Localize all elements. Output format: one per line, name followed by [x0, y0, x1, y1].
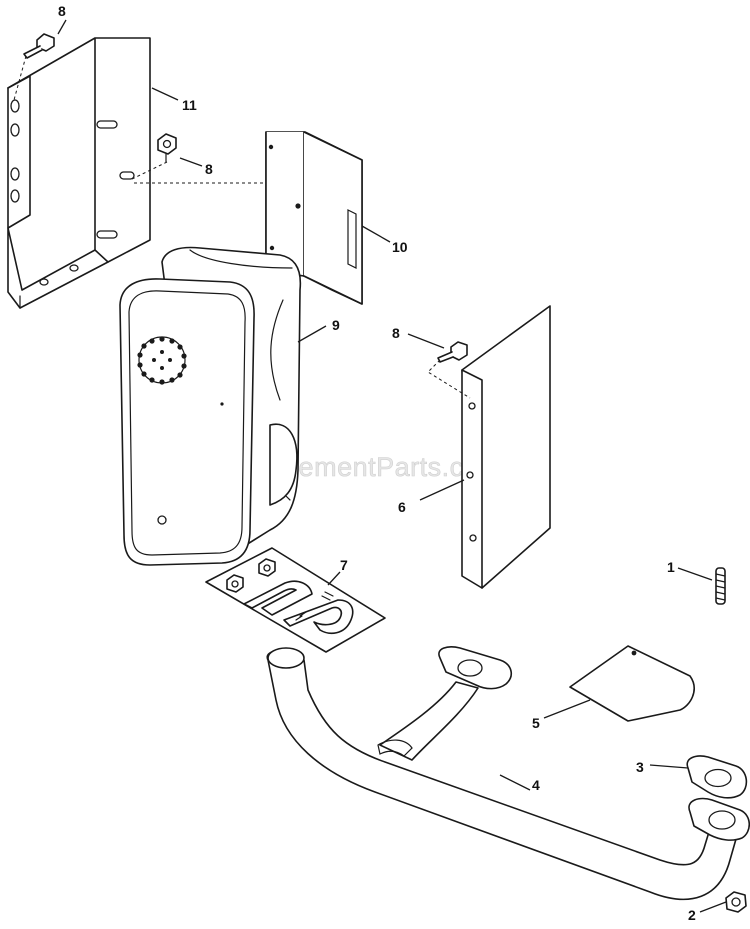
callout-8-right: 8 — [392, 325, 400, 341]
callout-5: 5 — [532, 715, 540, 731]
callout-9: 9 — [332, 317, 340, 333]
part-8-nut-middle[interactable] — [129, 133, 299, 202]
part-2-nut[interactable] — [725, 891, 747, 913]
callout-6: 6 — [398, 499, 406, 515]
part-4-exhaust-pipe[interactable] — [266, 646, 750, 901]
callout-8-middle: 8 — [205, 161, 213, 177]
callout-11: 11 — [182, 97, 197, 113]
callout-4: 4 — [532, 777, 540, 793]
callout-7: 7 — [340, 557, 348, 573]
callout-10: 10 — [392, 239, 408, 255]
part-1-stud[interactable] — [715, 567, 726, 605]
part-7-clamp-kit[interactable] — [205, 547, 386, 653]
part-6-shield-plate[interactable] — [461, 305, 551, 589]
part-8-bolt-right[interactable] — [427, 341, 471, 399]
part-9-muffler[interactable] — [119, 246, 302, 566]
callout-3: 3 — [636, 759, 644, 775]
muffler-outlet-perforations — [137, 336, 187, 385]
callout-8-top: 8 — [58, 3, 66, 19]
part-5-gasket-plate[interactable] — [569, 645, 695, 722]
part-11-muffler-bracket[interactable] — [7, 37, 151, 309]
part-3-gasket[interactable] — [686, 755, 748, 799]
callout-1: 1 — [667, 559, 675, 575]
part-8-bolt-top[interactable] — [13, 33, 55, 101]
leader-lines — [57, 19, 727, 913]
callout-2: 2 — [688, 907, 696, 923]
